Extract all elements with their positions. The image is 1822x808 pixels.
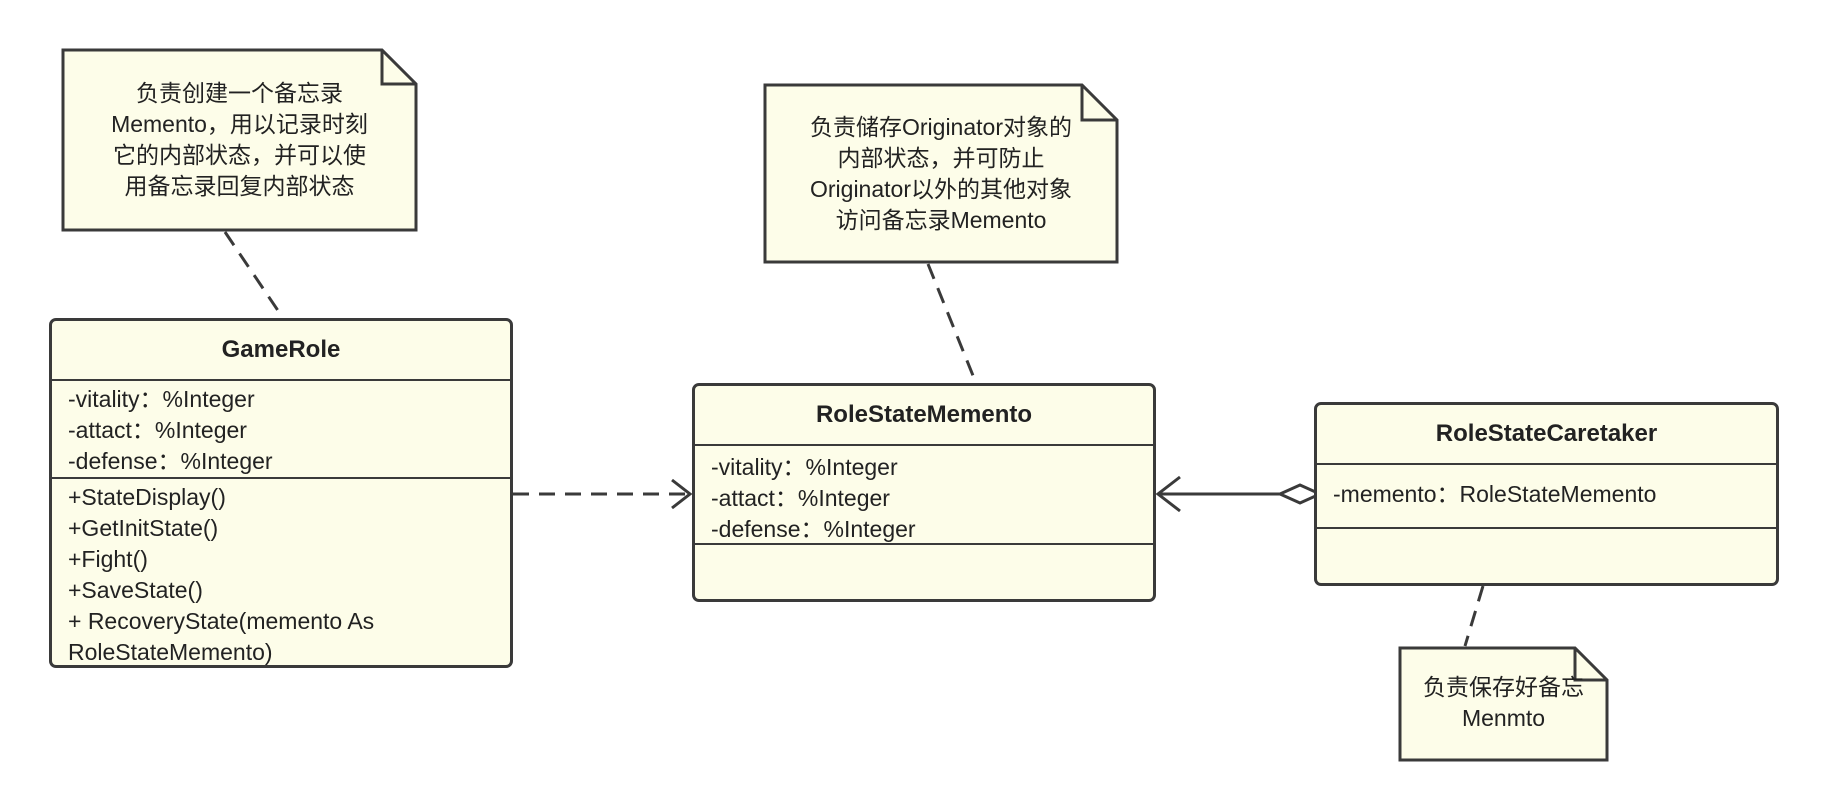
note-line: Menmto — [1461, 705, 1546, 731]
attribute: -defense：%Integer — [711, 516, 916, 542]
class-role-state-memento[interactable]: RoleStateMemento -vitality：%Integer -att… — [692, 383, 1156, 602]
note-link-caretaker — [1463, 585, 1485, 647]
operation: +SaveState() — [68, 577, 203, 603]
class-operations — [695, 543, 1153, 599]
note-line: Memento，用以记录时刻 — [111, 111, 368, 137]
note-memento[interactable] — [763, 83, 1119, 264]
note-line: Originator以外的其他对象 — [810, 176, 1072, 202]
class-name: RoleStateMemento — [695, 386, 1153, 446]
attribute: -vitality：%Integer — [711, 454, 898, 480]
operation: + RecoveryState(memento As — [68, 608, 375, 634]
note-line: 负责储存Originator对象的 — [810, 114, 1072, 140]
class-name: GameRole — [52, 321, 510, 381]
note-line: 用备忘录回复内部状态 — [124, 173, 355, 199]
class-role-state-caretaker[interactable]: RoleStateCaretaker -memento：RoleStateMem… — [1314, 402, 1779, 586]
note-line: 访问备忘录Memento — [835, 207, 1047, 233]
class-attributes: -vitality：%Integer -attact：%Integer -def… — [52, 381, 510, 477]
operation: +GetInitState() — [68, 515, 219, 541]
operation: +Fight() — [68, 546, 148, 572]
note-line: 负责保存好备忘 — [1423, 674, 1584, 700]
attribute: -memento：RoleStateMemento — [1333, 481, 1657, 507]
dependency-arrow — [513, 478, 693, 510]
attribute: -attact：%Integer — [711, 485, 890, 511]
class-attributes: -vitality：%Integer -attact：%Integer -def… — [695, 446, 1153, 543]
note-line: 负责创建一个备忘录 — [136, 80, 343, 106]
note-link-memento — [926, 263, 978, 384]
operation: RoleStateMemento) — [68, 639, 273, 665]
class-attributes: -memento：RoleStateMemento — [1317, 465, 1776, 527]
class-operations — [1317, 527, 1776, 583]
note-line: 它的内部状态，并可以使 — [113, 142, 366, 168]
note-game-role[interactable] — [61, 48, 418, 232]
class-game-role[interactable]: GameRole -vitality：%Integer -attact：%Int… — [49, 318, 513, 668]
note-line: 内部状态，并可防止 — [837, 145, 1045, 171]
note-caretaker[interactable] — [1398, 646, 1609, 762]
attribute: -attact：%Integer — [68, 417, 247, 443]
class-name: RoleStateCaretaker — [1317, 405, 1776, 465]
note-link-game-role — [223, 231, 285, 319]
attribute: -defense：%Integer — [68, 448, 273, 474]
note-game-role-text: 负责创建一个备忘录 Memento，用以记录时刻 它的内部状态，并可以使 用备忘… — [63, 78, 416, 202]
aggregation-arrow — [1155, 475, 1324, 513]
class-operations: +StateDisplay() +GetInitState() +Fight()… — [52, 477, 510, 665]
note-memento-text: 负责储存Originator对象的 内部状态，并可防止 Originator以外… — [765, 112, 1117, 236]
attribute: -vitality：%Integer — [68, 386, 255, 412]
note-caretaker-text: 负责保存好备忘 Menmto — [1400, 672, 1607, 734]
operation: +StateDisplay() — [68, 484, 226, 510]
